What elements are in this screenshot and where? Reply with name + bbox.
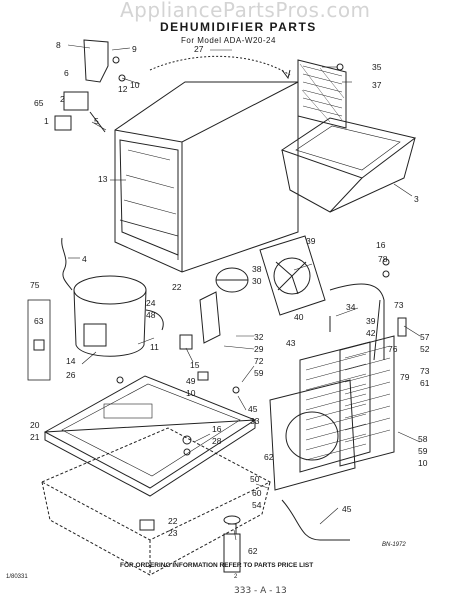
filter (297, 59, 347, 129)
callout-60: 61 (420, 378, 430, 388)
callout-16: 16 (212, 424, 222, 434)
callout-33: 33 (250, 416, 260, 426)
callout-20: 20 (30, 420, 40, 430)
callout-4: 4 (82, 254, 87, 264)
callout-45: 45 (342, 504, 352, 514)
knob (54, 115, 72, 131)
callout-11: 12 (118, 84, 128, 94)
callout-40: 39 (366, 316, 376, 326)
callout-50b: 50 (250, 474, 260, 484)
callout-58: 60 (252, 488, 262, 498)
callout-48: 48 (146, 310, 156, 320)
callout-65: 65 (34, 98, 44, 108)
callout-54: 57 (420, 332, 430, 342)
callout-50a: 49 (186, 376, 196, 386)
callout-25: 29 (254, 344, 264, 354)
callout-34: 34 (346, 302, 356, 312)
callout-1: 1 (44, 116, 49, 126)
callout-35: 35 (372, 62, 382, 72)
callout-27: 28 (212, 436, 222, 446)
evaporator-coil (299, 335, 395, 473)
callout-56: 59 (418, 446, 428, 456)
callout-22: 22 (168, 516, 178, 526)
callout-2: 2 (60, 94, 65, 104)
callout-76: 76 (388, 344, 398, 354)
callout-14: 15 (190, 360, 200, 370)
stand (40, 427, 272, 576)
callout-24: 22 (172, 282, 182, 292)
callout-52: 54 (252, 500, 262, 510)
callout-6: 6 (64, 68, 69, 78)
callout-39: 39 (306, 236, 316, 246)
compressor (73, 275, 164, 357)
callout-57: 59 (254, 368, 264, 378)
bracket (83, 39, 109, 83)
cabinet (114, 81, 299, 273)
callout-61: 63 (34, 316, 44, 326)
callout-15: 14 (66, 356, 76, 366)
wire (61, 237, 73, 291)
callout-72: 73 (394, 300, 404, 310)
callout-29: 27 (194, 44, 204, 54)
fan-shroud (269, 379, 356, 491)
bucket (280, 117, 417, 213)
footer-left: 1/80331 (6, 574, 28, 580)
callout-79: 79 (400, 372, 410, 382)
callout-19: 16 (376, 240, 386, 250)
fan-blade (259, 235, 326, 316)
callout-13: 11 (150, 342, 159, 352)
power-cord (281, 499, 350, 541)
callout-23: 23 (168, 528, 178, 538)
capillary-tube (329, 283, 385, 361)
callout-78: 78 (378, 254, 388, 264)
footer-code: 333 - A - 13 (234, 586, 287, 596)
callout-55: 58 (418, 434, 428, 444)
callout-5: 5 (94, 116, 99, 126)
callout-8: 8 (56, 40, 61, 50)
callout-30: 30 (252, 276, 262, 286)
callout-75: 75 (30, 280, 40, 290)
overload-kit (27, 299, 51, 381)
switch (63, 91, 89, 111)
callout-32: 32 (254, 332, 264, 342)
ordering-note: FOR ORDERING INFORMATION REFER TO PARTS … (120, 562, 314, 569)
callout-10c: 10 (418, 458, 428, 468)
footer-page: 2 (234, 574, 238, 580)
callout-10: 10 (130, 80, 140, 90)
callout-49: 45 (248, 404, 258, 414)
callout-21: 21 (30, 432, 40, 442)
callout-73: 73 (420, 366, 430, 376)
callout-26: 24 (146, 298, 156, 308)
callout-12: 13 (98, 174, 108, 184)
callout-38: 38 (252, 264, 262, 274)
callout-labels: 8 9 6 12 10 65 2 1 5 27 35 37 3 13 4 75 … (30, 40, 430, 556)
callout-41: 40 (294, 312, 304, 322)
artist-mark: BN-1972 (382, 542, 406, 548)
callout-42: 42 (366, 328, 376, 338)
callout-28: 26 (66, 370, 76, 380)
callout-62: 62 (264, 452, 274, 462)
callout-51: 52 (420, 344, 430, 354)
callout-59: 62 (248, 546, 258, 556)
base-pan (43, 375, 257, 497)
callout-63: 72 (254, 356, 264, 366)
diagram-subtitle: For Model ADA-W20-24 (181, 36, 276, 45)
watermark: AppliancePartsPros.com (120, 0, 371, 22)
callout-43: 43 (286, 338, 296, 348)
callout-9: 9 (132, 44, 137, 54)
diagram-title: DEHUMIDIFIER PARTS (160, 20, 317, 34)
fan-motor (199, 267, 249, 344)
callout-37: 37 (372, 80, 382, 90)
callout-3: 3 (414, 194, 419, 204)
callout-10b: 10 (186, 388, 196, 398)
